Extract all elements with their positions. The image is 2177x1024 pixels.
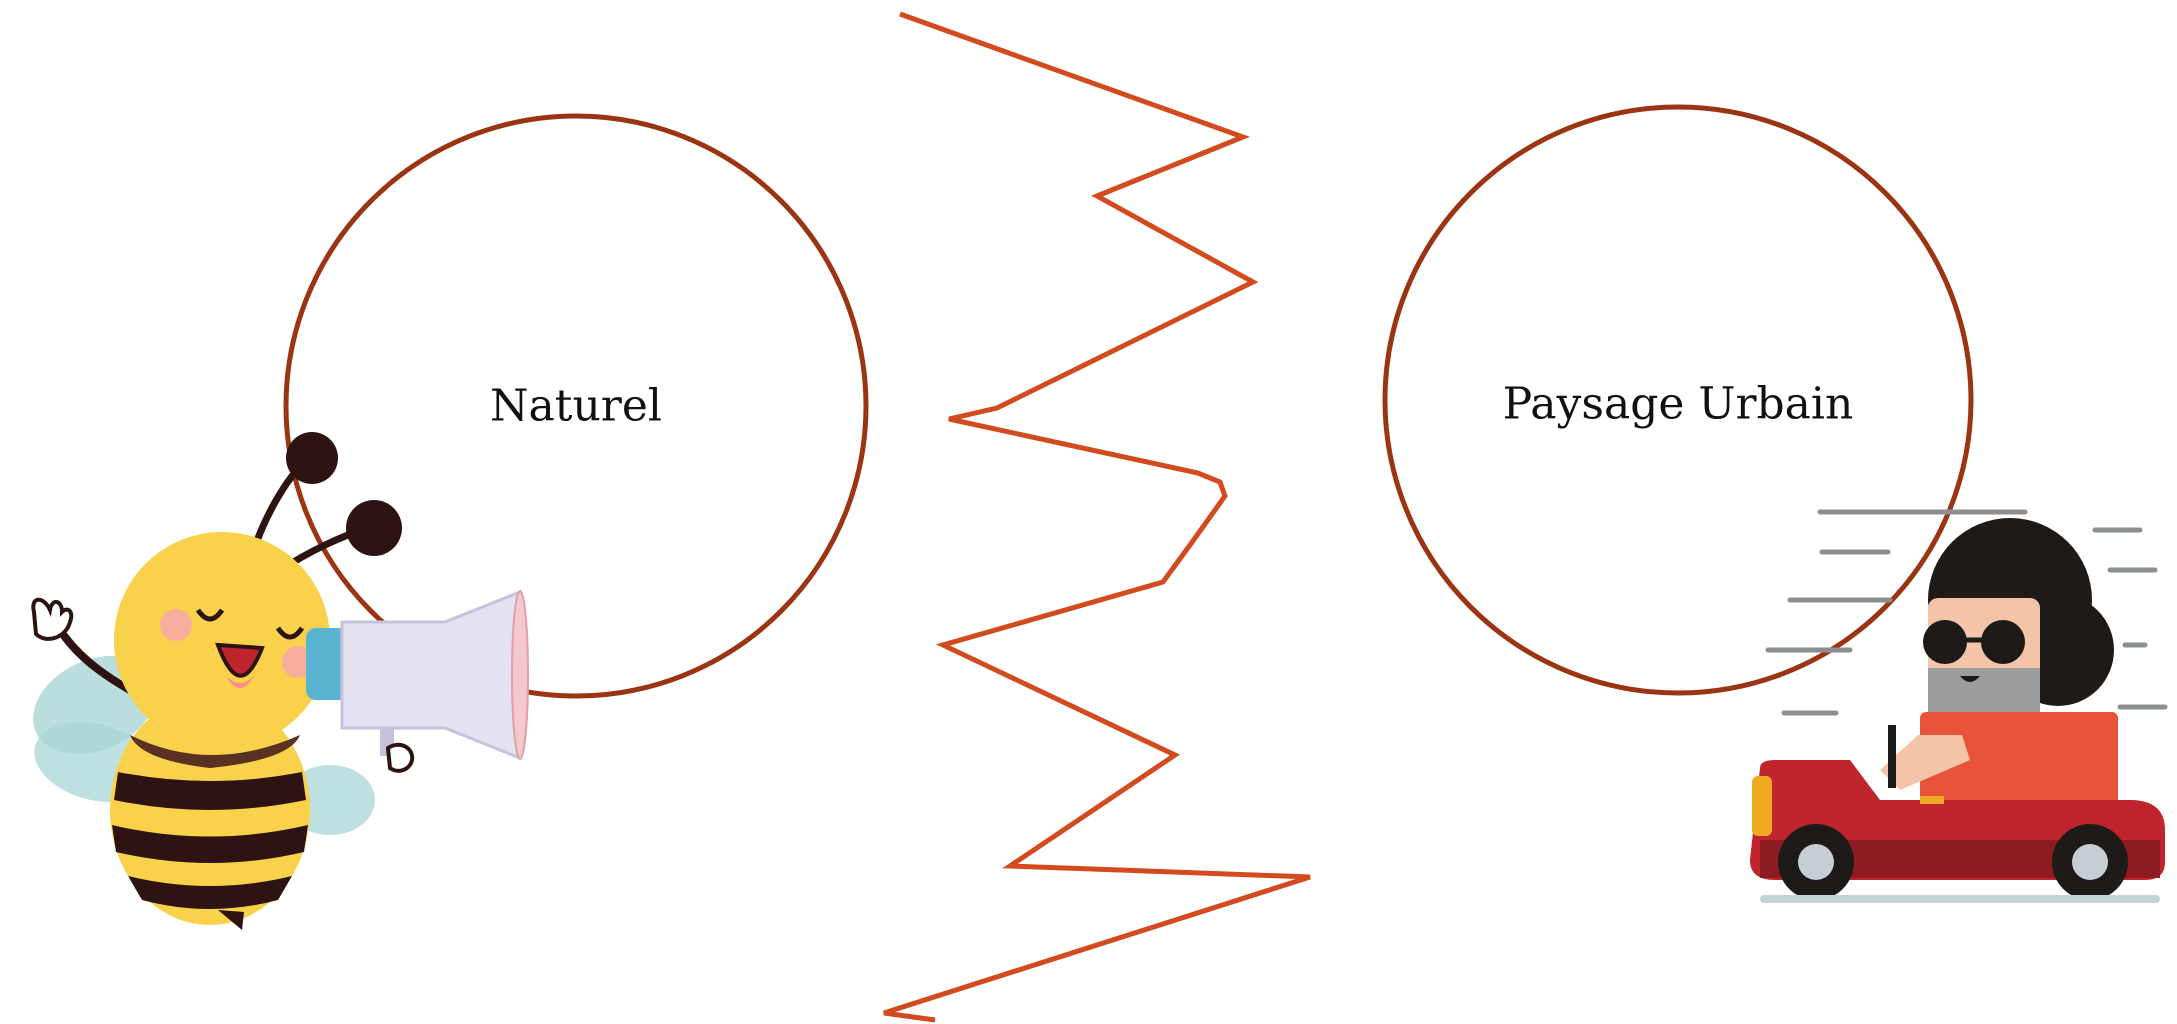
- naturel-label: Naturel: [490, 380, 662, 432]
- man-driving-red-car-icon: [1750, 509, 2168, 903]
- paysage-urbain-label: Paysage Urbain: [1502, 378, 1854, 430]
- urbain-circle: [1382, 104, 1974, 696]
- bee-with-megaphone-icon: [31, 432, 529, 930]
- naturel-circle: [283, 113, 869, 699]
- zigzag-separator: [883, 11, 1311, 1023]
